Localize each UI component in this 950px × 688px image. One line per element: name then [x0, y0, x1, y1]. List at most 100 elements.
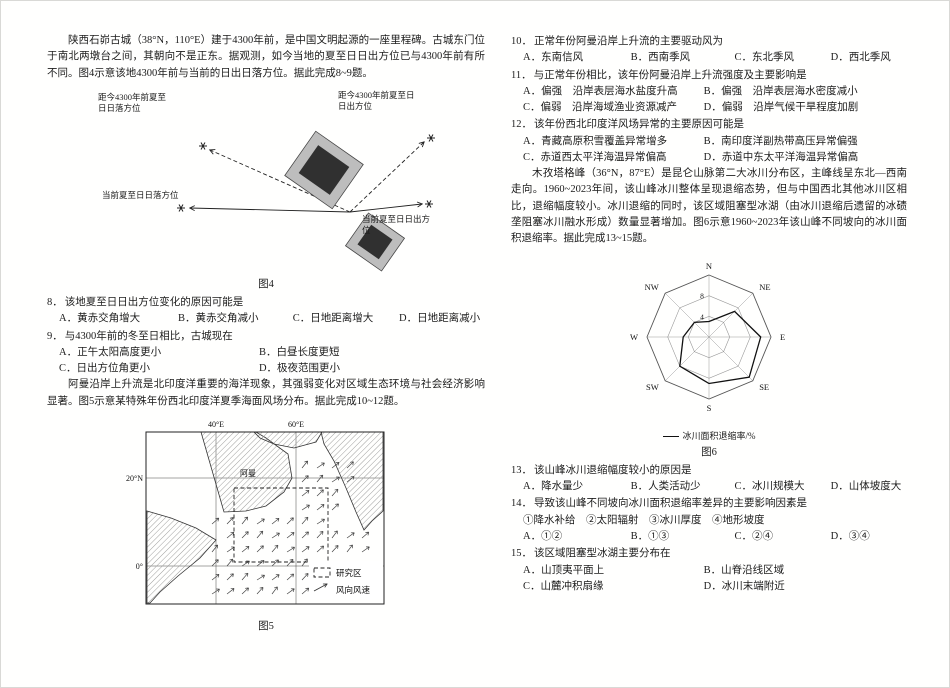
wind-arrow [286, 573, 295, 581]
lat-label: 20°N [126, 474, 143, 483]
ray-sunset-now [190, 208, 351, 213]
land-africa-horn [146, 510, 217, 604]
option-b: B．人类活动少 [630, 481, 701, 493]
option-c: C．赤道西太平洋海温异常偏高 [523, 151, 667, 163]
question-text: 该年份西北印度洋风场异常的主要原因可能是 [534, 119, 744, 131]
option-a: A．偏强 沿岸表层海水盐度升高 [523, 85, 678, 97]
question-number: 9． [47, 330, 63, 342]
question-14: 14．导致该山峰不同坡向冰川面积退缩率差异的主要影响因素是 ①降水补给 ②太阳辐… [511, 496, 907, 545]
wind-arrow [301, 572, 309, 581]
intro-paragraph-oman: 阿曼沿岸上升流是北印度洋重要的海洋现象，其强弱变化对区域生态环境与社会经济影响显… [47, 379, 485, 407]
question-stem: 8．该地夏至日日出方位变化的原因可能是 [47, 295, 485, 311]
wind-arrow [271, 586, 278, 595]
wind-arrow [331, 544, 339, 553]
wind-field [211, 460, 370, 595]
radar-spoke [708, 337, 753, 382]
figure-caption: 图5 [258, 621, 274, 633]
option-a: A．①② [523, 530, 563, 542]
wind-arrow [271, 574, 280, 581]
option-b: B．白昼长度更短 [258, 346, 340, 358]
radar-spoke [665, 337, 710, 382]
ray-sunrise-old [349, 142, 424, 213]
legend-line-symbol [662, 436, 679, 438]
question-11: 11．与正常年份相比，该年份阿曼沿岸上升流强度及主要影响是 A．偏强 沿岸表层海… [511, 68, 907, 117]
question-stem: 14．导致该山峰不同坡向冰川面积退缩率差异的主要影响因素是 [511, 496, 907, 512]
wind-arrow [211, 544, 219, 553]
wind-arrow [211, 588, 220, 595]
legend-research-symbol [313, 567, 331, 578]
question-stem: 9．与4300年前的冬至日相比，古城现在 [47, 329, 485, 345]
question-9: 9．与4300年前的冬至日相比，古城现在 A．正午太阳高度更小 B．白昼长度更短… [47, 329, 485, 378]
radar-axis-label: SE [759, 383, 769, 393]
radar-data-polygon [679, 311, 762, 385]
city-wall-square-north [284, 130, 364, 210]
option-b: B．南印度洋副热带高压异常偏强 [703, 135, 858, 147]
option-b: B．山脊沿线区域 [703, 564, 785, 576]
label-sunset-old: 距今4300年前夏至日日落方位 [98, 91, 167, 113]
question-10: 10．正常年份阿曼沿岸上升流的主要驱动风为 A．东南信风 B．西南季风 C．东北… [511, 34, 907, 67]
wind-arrow [211, 517, 220, 525]
option-d: D．③④ [830, 530, 870, 542]
option-c: C．山麓冲积扇缘 [523, 580, 604, 592]
wind-arrow [346, 544, 353, 553]
wind-field-map: 40°E 60°E 20°N 0° 阿曼 研究区 风向风速 [126, 420, 385, 605]
option-b: B．偏强 沿岸表层海水密度减小 [703, 85, 858, 97]
wind-arrow [226, 517, 234, 525]
wind-arrow [256, 518, 265, 525]
label-sunrise-old: 距今4300年前夏至日日出方位 [338, 89, 415, 111]
option-a: A．黄赤交角增大 [59, 313, 141, 325]
question-text: 正常年份阿曼沿岸上升流的主要驱动风为 [534, 36, 723, 47]
wind-arrow [301, 475, 309, 483]
left-column: 陕西石峁古城（38°N，110°E）建于4300年前，是中国文明起源的一座里程碑… [47, 33, 485, 677]
wind-arrow [331, 530, 338, 539]
option-c: C．冰川规模大 [734, 481, 805, 493]
wind-arrow [286, 517, 294, 525]
lon-label: 60°E [288, 420, 304, 429]
sun-icon [427, 134, 435, 142]
wind-arrow [316, 504, 325, 511]
wind-arrow [346, 461, 354, 469]
wind-arrow [301, 587, 310, 595]
options: A．①② B．①③ C．②④ D．③④ [511, 529, 907, 545]
wind-arrow [361, 546, 370, 553]
wind-arrow [256, 574, 265, 581]
radar-axis-label: SW [646, 383, 659, 393]
option-b: B．①③ [630, 530, 670, 542]
map-region-label: 阿曼 [240, 469, 256, 478]
radar-spoke [708, 293, 753, 338]
land-india [320, 431, 384, 531]
wind-arrow [286, 546, 295, 553]
lon-label: 40°E [208, 420, 224, 429]
wind-arrow [271, 544, 279, 553]
wind-arrow [301, 546, 310, 553]
option-d: D．西北季风 [830, 52, 891, 64]
option-d: D．赤道中东太平洋海温异常偏高 [703, 151, 859, 163]
option-d: D．极夜范围更小 [258, 363, 341, 375]
question-number: 8． [47, 297, 63, 309]
option-a: A．青藏高原积雪覆盖异常增多 [523, 135, 668, 147]
question-text: 该区域阻塞型冰湖主要分布在 [534, 548, 671, 560]
figure-4: 距今4300年前夏至日日落方位 距今4300年前夏至日日出方位 当前夏至日日落方… [47, 86, 485, 293]
map-frame [145, 431, 385, 605]
option-b: B．西南季风 [630, 52, 691, 64]
radar-spoke [665, 293, 710, 338]
wind-arrow [241, 516, 249, 525]
option-c: C．日地距离增大 [292, 313, 374, 325]
wind-arrow [241, 545, 250, 553]
question-number: 15． [511, 548, 532, 560]
wind-arrow [301, 516, 309, 525]
legend-label: 冰川面积退缩率/% [682, 430, 756, 441]
wind-arrow [241, 531, 249, 539]
ray-sunrise-now [349, 204, 422, 213]
question-number: 13． [511, 464, 532, 476]
wind-arrow [316, 489, 324, 497]
wind-arrow [331, 476, 340, 483]
wind-arrow [301, 531, 309, 539]
wind-arrow [331, 503, 339, 511]
wind-arrow [271, 517, 280, 525]
wind-arrow [316, 530, 324, 539]
question-number: 11． [511, 69, 532, 81]
radar-axis-label: W [630, 332, 638, 342]
wind-arrow [226, 588, 235, 595]
